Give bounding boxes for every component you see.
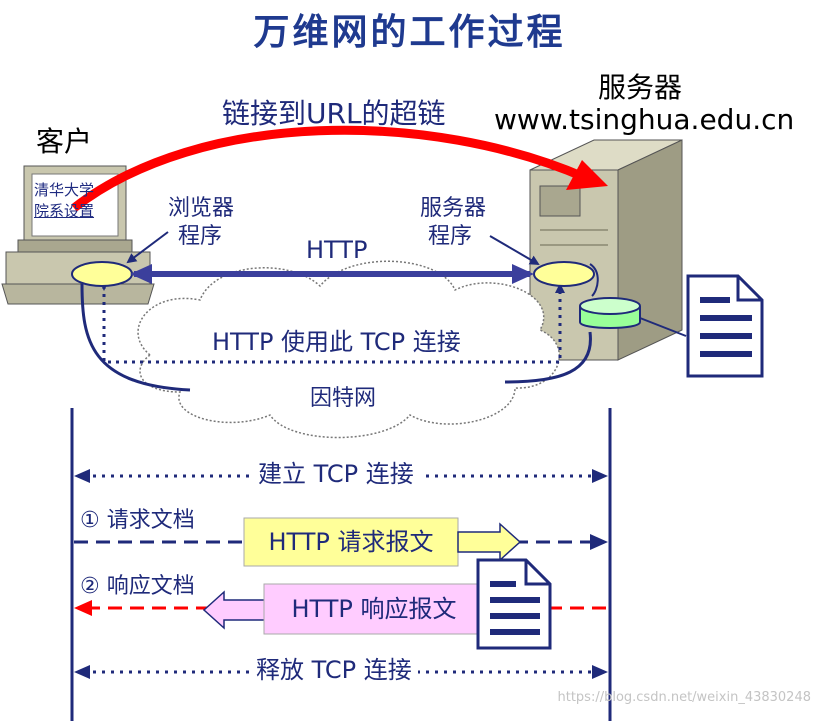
- step2-label: ② 响应文档: [80, 574, 195, 599]
- browser-label-2: 程序: [178, 224, 223, 249]
- response-message-label: HTTP 响应报文: [291, 595, 457, 623]
- server-program-link: [589, 263, 599, 297]
- browser-screen-text: 清华大学 院系设置: [34, 180, 116, 222]
- hyperlink-arrow: [71, 125, 588, 212]
- server-program-pointer: [489, 235, 540, 266]
- server-cable: [504, 331, 592, 384]
- http-arrow-head-left: [130, 264, 152, 284]
- screen-line-1: 清华大学: [34, 181, 95, 199]
- release-head-left: [74, 665, 90, 679]
- establish-head-right: [592, 469, 608, 483]
- request-message-label: HTTP 请求报文: [268, 528, 434, 556]
- http-label: HTTP: [306, 236, 368, 264]
- server-label: 服务器: [598, 71, 683, 104]
- browser-oval: [71, 261, 133, 287]
- internet-label: 因特网: [310, 386, 377, 411]
- client-label: 客户: [36, 125, 93, 158]
- http-arrow-head-right: [512, 264, 534, 284]
- browser-pointer: [126, 231, 169, 264]
- release-tcp-label: 释放 TCP 连接: [250, 658, 418, 682]
- screen-line-2: 院系设置: [34, 202, 95, 220]
- watermark: https://blog.csdn.net/weixin_43830248: [557, 690, 811, 705]
- client-cable: [80, 283, 191, 392]
- establish-tcp-label: 建立 TCP 连接: [252, 462, 420, 486]
- server-program-label-1: 服务器: [420, 196, 487, 221]
- server-program-oval: [533, 261, 595, 287]
- response-head: [74, 600, 92, 616]
- response-message-box: [202, 583, 485, 635]
- hyperlink-label: 链接到URL的超链: [222, 97, 446, 130]
- request-head: [590, 534, 608, 550]
- release-head-right: [592, 665, 608, 679]
- hyperlink-arrow-head: [566, 160, 608, 190]
- browser-label-1: 浏览器: [168, 196, 235, 221]
- response-document-icon: [476, 558, 552, 650]
- database-icon: [579, 297, 687, 337]
- page-title: 万维网的工作过程: [253, 11, 566, 53]
- tcp-use-label: HTTP 使用此 TCP 连接: [212, 328, 461, 356]
- tcp-connection-path: [99, 281, 565, 364]
- internet-cloud: [137, 260, 560, 439]
- document-icon: [686, 274, 764, 378]
- server-host-label: www.tsinghua.edu.cn: [494, 103, 795, 136]
- step1-label: ① 请求文档: [80, 508, 195, 533]
- establish-head-left: [74, 469, 90, 483]
- server-program-label-2: 程序: [428, 224, 473, 249]
- request-message-box: [243, 517, 522, 567]
